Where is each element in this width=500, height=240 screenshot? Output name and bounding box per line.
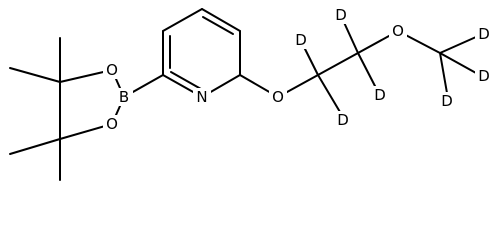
bond-cb-d-down xyxy=(357,52,377,89)
bond-ca-cb-chain xyxy=(317,52,359,76)
atom-labels: N B O O O O D D D D D D D xyxy=(103,6,493,133)
atom-o-boronate-bottom: O xyxy=(106,115,118,133)
bond-c2-c3 xyxy=(162,8,203,32)
atom-o-boronate-top: O xyxy=(106,61,118,79)
pyridine-ring xyxy=(162,8,241,98)
atom-d3: D xyxy=(335,6,347,24)
bond-cme-d-right xyxy=(439,36,477,54)
atom-d2: D xyxy=(337,111,349,129)
bond-ca-d-down xyxy=(317,74,341,113)
atom-o-ether: O xyxy=(272,88,284,106)
atom-d5: D xyxy=(478,25,490,43)
pinacol-boronate xyxy=(9,37,164,181)
methyl-cb-left xyxy=(9,138,61,155)
atom-d6: D xyxy=(478,67,490,85)
atom-o-methoxy: O xyxy=(392,22,404,40)
chemical-structure-diagram: N B O O O O D D D D D D D xyxy=(9,6,493,181)
bond-cme-d-down xyxy=(439,52,448,94)
atom-b: B xyxy=(119,88,129,106)
bond-cme-d-right2 xyxy=(439,52,477,74)
bond-c3-c4 xyxy=(201,8,241,32)
atom-d4: D xyxy=(374,86,386,104)
structure-canvas: N B O O O O D D D D D D D xyxy=(9,6,493,181)
methyl-ca-left xyxy=(9,67,61,83)
atom-d1: D xyxy=(295,31,307,49)
atom-d7: D xyxy=(441,92,453,110)
atom-n: N xyxy=(196,88,207,106)
double-bond-inner-bottom xyxy=(170,71,202,90)
double-bond-inner-top xyxy=(202,16,234,35)
